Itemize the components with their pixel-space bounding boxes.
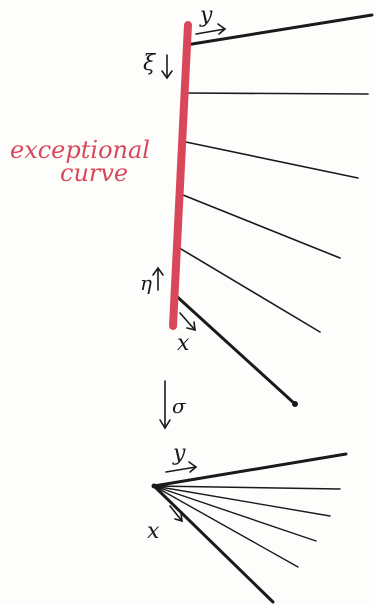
upper-line-3 (180, 140, 359, 179)
lower-line-3 (153, 485, 331, 517)
x-label-top: x (177, 331, 190, 356)
upper-line-4 (177, 192, 341, 259)
x-arrow-top (179, 312, 196, 332)
y-label-bottom: y (172, 441, 186, 466)
lower-line-4 (153, 485, 317, 542)
lower-origin-point (151, 483, 157, 489)
x-label-bottom: x (147, 519, 160, 544)
eta-arrow-up (152, 266, 164, 291)
upper-line-x-endpoint (292, 401, 298, 407)
lower-line-2 (153, 485, 341, 490)
exceptional-label-line2: curve (60, 159, 128, 187)
eta-label: η (140, 271, 152, 295)
y-arrow-bottom (165, 461, 198, 473)
upper-line-2 (182, 92, 369, 95)
x-arrow-bottom (169, 505, 183, 523)
y-label-top: y (199, 3, 213, 28)
upper-line-x (171, 291, 297, 406)
upper-lines (171, 13, 374, 406)
lower-line-x (152, 484, 275, 604)
upper-line-y (184, 13, 374, 47)
exceptional-label-line1: exceptional (10, 136, 150, 164)
exceptional-curve (169, 21, 192, 330)
xi-label: ξ (143, 51, 157, 76)
lower-line-y (152, 452, 348, 488)
lower-line-5 (153, 485, 299, 568)
upper-line-5 (175, 245, 321, 333)
lower-lines (152, 452, 348, 604)
sigma-arrow (159, 380, 171, 430)
xi-arrow-down (161, 54, 173, 80)
sigma-label: σ (172, 394, 187, 418)
y-arrow-top (195, 23, 227, 35)
